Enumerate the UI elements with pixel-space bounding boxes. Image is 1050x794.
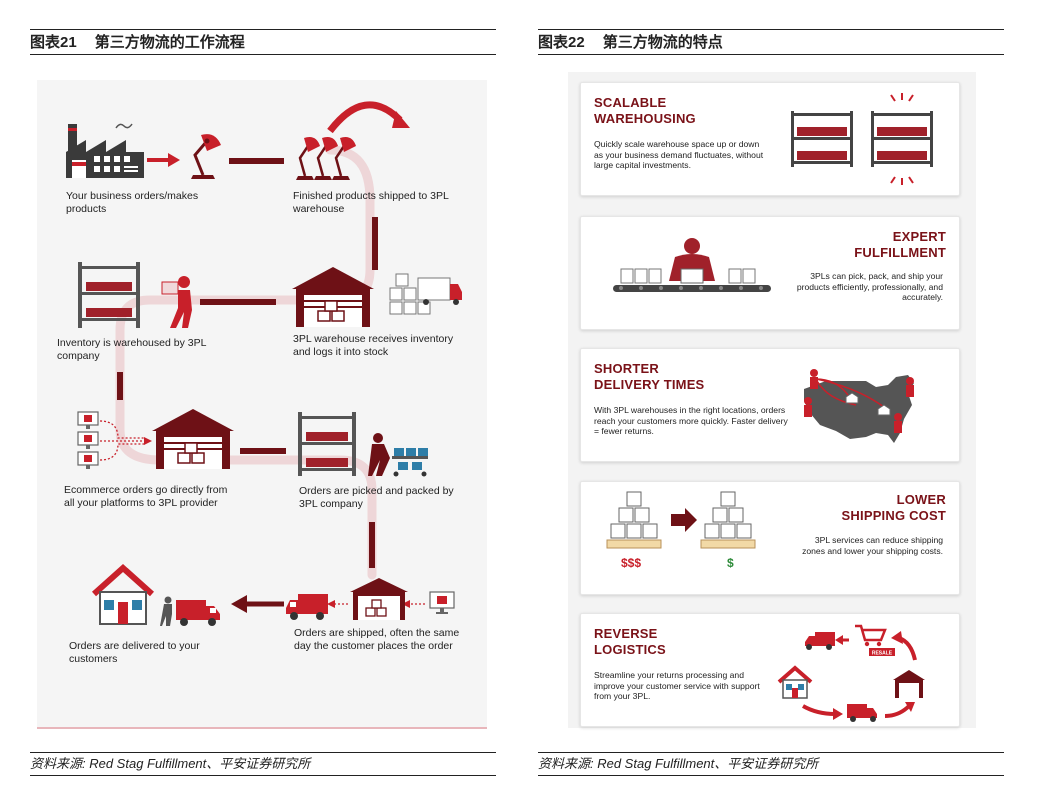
card-2-title-line1: EXPERT [892,229,946,244]
card-4-title-line2: SHIPPING COST [841,508,946,523]
right-source-note: 资料来源: Red Stag Fulfillment、平安证券研究所 [538,752,1004,776]
shipping-truck-icon [286,594,328,620]
card-5-title: REVERSE LOGISTICS [594,626,666,658]
box-pallets-comparison-icon [606,491,756,549]
left-source-note: 资料来源: Red Stag Fulfillment、平安证券研究所 [30,752,496,776]
resale-tag: RESALE [872,651,893,657]
step-inventory-warehoused: Inventory is warehoused by 3PL company [57,337,207,362]
price-before-label: $$$ [621,556,642,570]
shipping-warehouse-icon [350,578,408,620]
factory-icon [66,123,144,178]
left-figure-title: 第三方物流的工作流程 [94,34,245,51]
ecommerce-warehouse-icon [152,409,234,469]
card-5-title-line1: REVERSE [594,626,658,641]
left-figure-number: 图表21 [30,34,77,51]
right-figure-number: 图表22 [538,34,585,51]
card-3-title: SHORTER DELIVERY TIMES [594,361,704,393]
right-figure-title: 第三方物流的特点 [602,34,723,51]
boxes-and-truck-icon [389,273,462,315]
card-2-title: EXPERT FULFILLMENT [854,229,946,261]
card-1-title-line1: SCALABLE [594,95,667,110]
card-3-text: With 3PL warehouses in the right locatio… [594,405,788,436]
card-shorter-delivery-times: SHORTER DELIVERY TIMES With 3PL warehous… [580,348,960,462]
picker-with-cart-icon [368,433,428,477]
card-5-text: Streamline your returns processing and i… [594,670,760,701]
right-figure-header: 图表22 第三方物流的特点 [538,29,1004,55]
step-ecommerce-orders: Ecommerce orders go directly from all yo… [64,484,228,509]
card-5-title-line2: LOGISTICS [594,642,666,657]
card-3-title-line1: SHORTER [594,361,659,376]
card-4-title: LOWER SHIPPING COST [842,492,946,524]
left-figure-header: 图表21 第三方物流的工作流程 [30,29,496,55]
card-1-text: Quickly scale warehouse space up or down… [594,139,764,170]
picking-shelf-icon [298,412,356,476]
card-1-title-line2: WAREHOUSING [594,111,696,126]
card-1-title: SCALABLE WAREHOUSING [594,95,696,127]
step-orders-delivered: Orders are delivered to your customers [69,640,200,665]
step-shipped-to-warehouse: Finished products shipped to 3PL warehou… [293,190,449,215]
card-expert-fulfillment: EXPERT FULFILLMENT 3PLs can pick, pack, … [580,216,960,330]
price-after-label: $ [727,556,734,570]
step-orders-products: Your business orders/makes products [66,190,199,215]
card-2-title-line2: FULFILLMENT [854,245,946,260]
step-picked-packed: Orders are picked and packed by 3PL comp… [299,485,454,510]
customer-house-icon [91,563,155,625]
delivery-person-icon [160,596,172,626]
card-4-title-line1: LOWER [896,492,946,507]
card-scalable-warehousing: SCALABLE WAREHOUSING Quickly scale wareh… [580,82,960,196]
3pl-warehouse-icon [292,267,374,327]
ecommerce-monitors-icon [77,411,99,469]
reverse-logistics-cycle-icon: RESALE [777,624,925,722]
inventory-shelf-icon [78,262,140,328]
delivery-truck-icon [176,600,220,626]
order-monitor-icon [429,591,455,614]
packing-conveyor-icon [613,238,771,292]
card-reverse-logistics: REVERSE LOGISTICS Streamline your return… [580,613,960,727]
finished-products-lamps-icon [296,137,356,180]
step-warehouse-receives: 3PL warehouse receives inventory and log… [293,333,454,358]
warehouse-worker-carrying-icon [161,276,192,328]
us-map-icon [804,369,914,443]
step-orders-shipped: Orders are shipped, often the same day t… [294,627,460,652]
card-4-text: 3PL services can reduce shipping zones a… [802,535,943,556]
card-2-text: 3PLs can pick, pack, and ship your produ… [796,271,943,302]
card-lower-shipping-cost: LOWER SHIPPING COST 3PL services can red… [580,481,960,595]
shelf-pair-icon [791,93,933,185]
card-3-title-line2: DELIVERY TIMES [594,377,705,392]
lamp-icon [191,134,221,179]
